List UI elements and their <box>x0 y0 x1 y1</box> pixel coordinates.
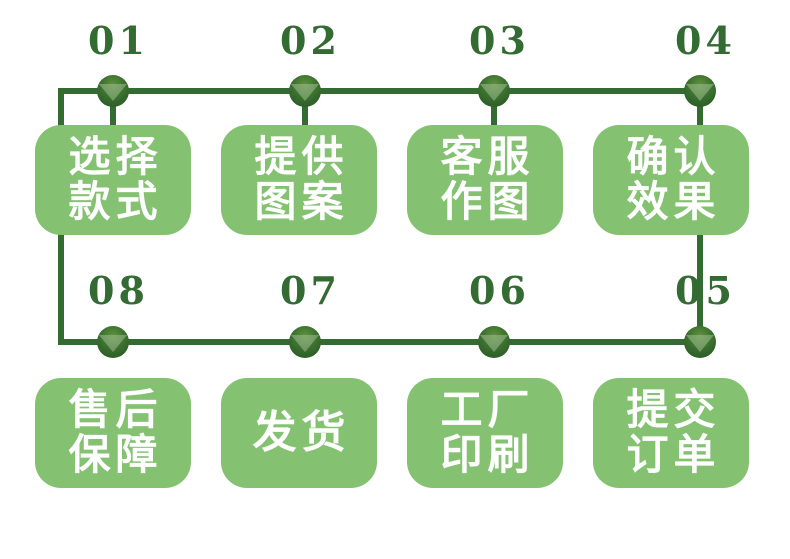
step-number-07: 07 <box>280 268 341 313</box>
step-card-03-line-2: 作图 <box>440 177 535 226</box>
step-number-06: 06 <box>469 268 530 313</box>
step-card-08-line-2: 保障 <box>68 430 163 479</box>
step-card-01[interactable]: 选择 款式 <box>35 125 191 235</box>
step-number-03: 03 <box>469 18 530 63</box>
step-number-08: 08 <box>88 268 149 313</box>
step-number-04: 04 <box>675 18 736 63</box>
step-card-04[interactable]: 确认 效果 <box>593 125 749 235</box>
node-dot-step-08 <box>97 326 129 358</box>
step-card-05-line-2: 订单 <box>626 430 721 479</box>
step-card-04-line-1: 确认 <box>626 132 721 182</box>
step-card-08[interactable]: 售后 保障 <box>35 378 191 488</box>
node-dot-step-01 <box>97 75 129 107</box>
step-card-08-line-1: 售后 <box>68 385 163 435</box>
step-card-02[interactable]: 提供 图案 <box>221 125 377 235</box>
node-dot-step-04 <box>684 75 716 107</box>
node-dot-step-02 <box>289 75 321 107</box>
step-card-06-line-2: 印刷 <box>440 430 535 479</box>
step-card-04-line-2: 效果 <box>626 177 721 226</box>
node-dot-step-06 <box>478 326 510 358</box>
step-number-05: 05 <box>675 268 736 313</box>
step-card-02-line-1: 提供 <box>254 132 349 182</box>
step-card-01-line-1: 选择 <box>68 132 163 182</box>
step-card-03[interactable]: 客服 作图 <box>407 125 563 235</box>
step-card-06[interactable]: 工厂 印刷 <box>407 378 563 488</box>
node-dot-step-03 <box>478 75 510 107</box>
step-number-02: 02 <box>280 18 341 63</box>
step-card-01-line-2: 款式 <box>68 177 163 226</box>
step-number-01: 01 <box>88 18 149 63</box>
step-card-05[interactable]: 提交 订单 <box>593 378 749 488</box>
step-card-05-line-1: 提交 <box>626 385 721 435</box>
step-card-02-line-2: 图案 <box>254 177 349 226</box>
step-card-07[interactable]: 发货 <box>221 378 377 488</box>
node-dot-step-07 <box>289 326 321 358</box>
node-dot-step-05 <box>684 326 716 358</box>
step-card-06-line-1: 工厂 <box>440 385 535 435</box>
step-card-03-line-1: 客服 <box>440 132 535 182</box>
step-card-07-line-1: 发货 <box>252 406 351 458</box>
